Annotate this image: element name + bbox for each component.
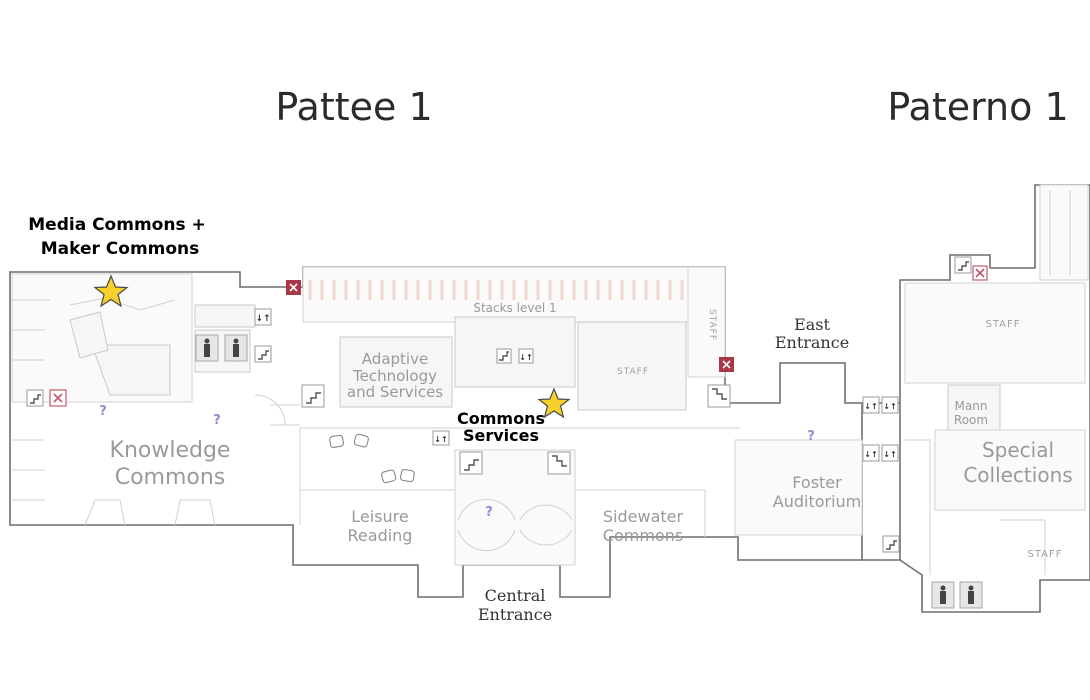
entrance-label-central-1: Central — [485, 586, 546, 605]
svg-text:↓↑: ↓↑ — [519, 353, 532, 362]
svg-text:↓↑: ↓↑ — [883, 402, 896, 411]
stairs-icon — [547, 451, 571, 475]
emergency-exit-icon — [286, 280, 301, 295]
room-label-sidewater-2: Commons — [603, 526, 683, 545]
help-marker-east: ? — [807, 429, 815, 444]
svg-text:↓↑: ↓↑ — [255, 314, 270, 324]
elevator-icon: ↓↑ ↓↑ — [862, 396, 899, 414]
stairs-icon — [496, 348, 512, 364]
elevator-icon: ↓↑ — [518, 348, 534, 364]
stairs-icon — [707, 384, 731, 408]
staff-label-stacks: STAFF — [707, 309, 717, 341]
help-marker-knowledge: ? — [99, 404, 107, 419]
restroom-icon — [195, 334, 248, 362]
stairs-icon — [301, 384, 325, 408]
elevator-icon: ↓↑ ↓↑ — [862, 444, 899, 462]
stairs-icon — [882, 535, 900, 553]
emergency-exit-icon — [49, 389, 67, 407]
help-marker-knowledge-2: ? — [213, 413, 221, 428]
elevator-icon: ↓↑ — [432, 430, 450, 446]
stacks-area: STAFF Stacks level 1 STAFF — [302, 266, 726, 411]
reading-tables — [329, 433, 415, 484]
staff-label-center: STAFF — [617, 367, 649, 377]
svg-text:↓↑: ↓↑ — [864, 450, 877, 459]
stairs-icon — [954, 256, 972, 274]
paterno-interior — [904, 184, 1089, 575]
room-label-mann-2: Room — [954, 413, 988, 427]
building-title-paterno: Paterno 1 — [887, 85, 1068, 129]
room-label-leisure-1: Leisure — [351, 507, 408, 526]
staff-label-paterno-top: STAFF — [985, 319, 1020, 330]
callout-commons-services-1: Commons — [457, 409, 545, 428]
entrance-label-east-2: Entrance — [775, 333, 849, 352]
emergency-exit-icon — [972, 265, 988, 281]
room-label-adaptive-2: Technology — [352, 367, 437, 385]
staff-label-paterno-bottom: STAFF — [1027, 549, 1062, 560]
svg-text:↓↑: ↓↑ — [434, 435, 447, 444]
room-label-adaptive-1: Adaptive — [362, 350, 428, 368]
stairs-icon — [459, 451, 483, 475]
svg-text:↓↑: ↓↑ — [883, 450, 896, 459]
room-label-special-1: Special — [982, 438, 1054, 462]
room-label-foster-1: Foster — [792, 473, 842, 492]
room-label-knowledge-2: Commons — [115, 465, 226, 490]
room-label-sidewater-1: Sidewater — [603, 507, 684, 526]
room-label-stacks: Stacks level 1 — [473, 301, 556, 315]
callout-media-commons-2: Maker Commons — [41, 239, 200, 259]
help-marker-central: ? — [485, 505, 493, 520]
room-label-special-2: Collections — [963, 463, 1072, 487]
restroom-icon — [931, 581, 983, 609]
building-title-pattee: Pattee 1 — [275, 85, 432, 129]
room-label-leisure-2: Reading — [348, 526, 413, 545]
entrance-label-east-1: East — [794, 315, 830, 334]
svg-text:↓↑: ↓↑ — [864, 402, 877, 411]
elevator-icon: ↓↑ — [254, 308, 272, 326]
entrance-label-central-2: Entrance — [478, 605, 552, 624]
room-label-foster-2: Auditorium — [773, 492, 862, 511]
stairs-icon — [26, 389, 44, 407]
room-label-mann-1: Mann — [955, 399, 988, 413]
emergency-exit-icon — [719, 357, 734, 372]
room-label-adaptive-3: and Services — [347, 383, 443, 401]
stairs-icon — [254, 345, 272, 363]
room-label-knowledge-1: Knowledge — [110, 438, 231, 463]
callout-media-commons-1: Media Commons + — [28, 215, 205, 235]
callout-commons-services-2: Services — [463, 426, 539, 445]
star-icon — [93, 274, 129, 308]
star-icon — [537, 387, 571, 419]
